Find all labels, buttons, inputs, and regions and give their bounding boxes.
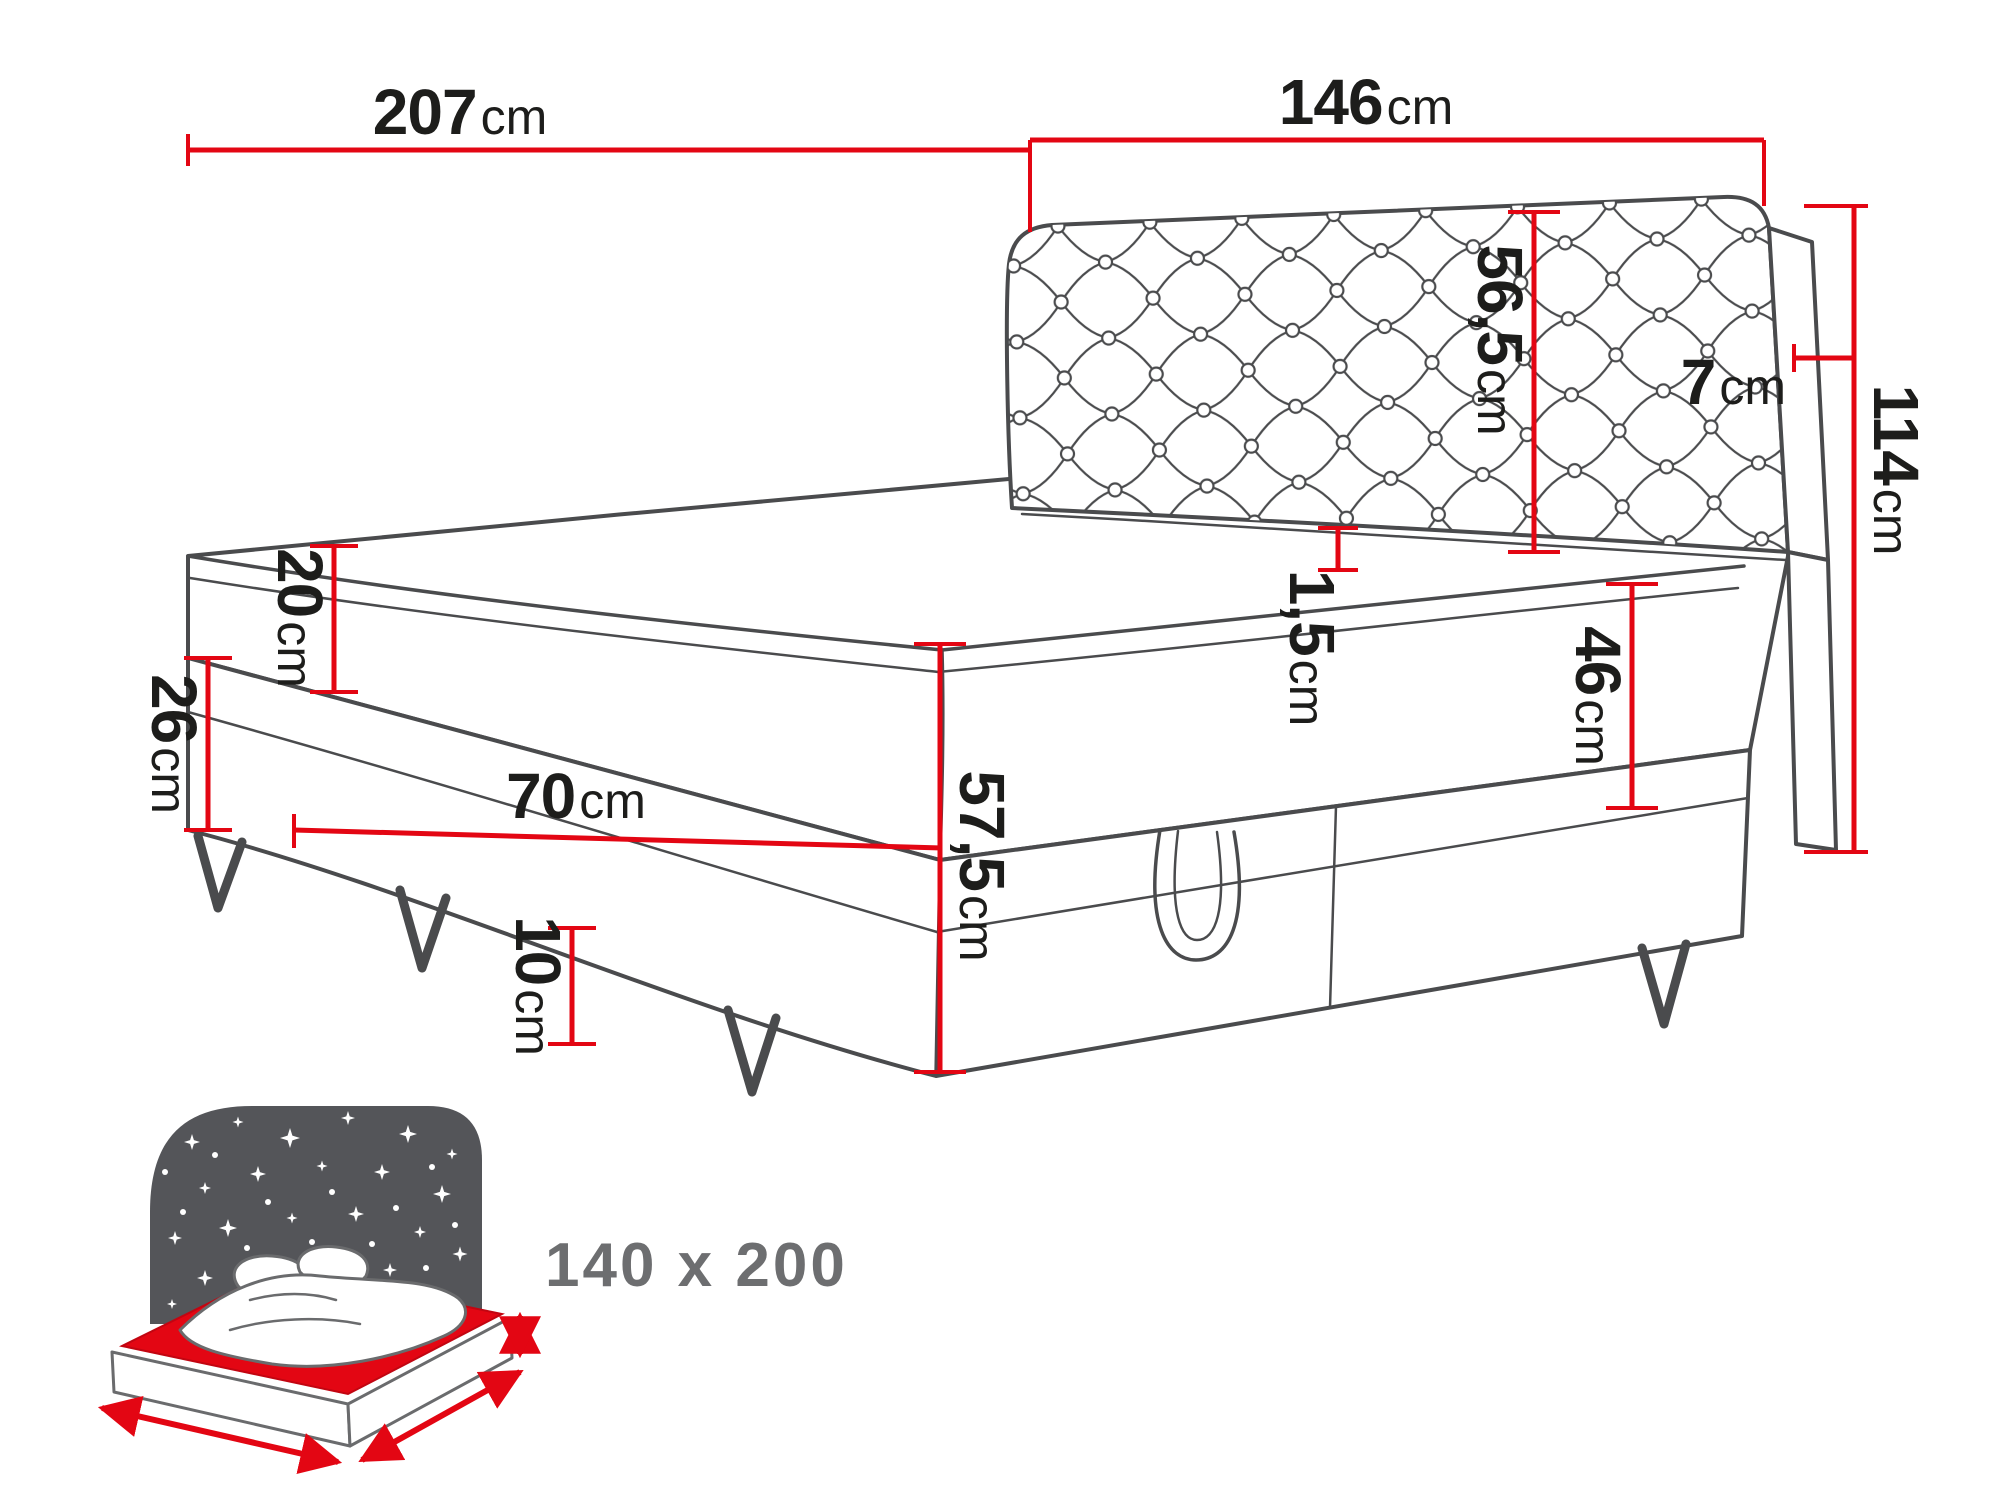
mini-bed-duvet-fold-2 [228, 1317, 362, 1332]
topper-seam-foot [188, 576, 940, 674]
dim-headboard-depth: 7cm [1681, 344, 1854, 418]
base-vertical-seam [1328, 804, 1338, 1010]
leg-front-corner [723, 1005, 781, 1097]
dim-headboard-depth-label: 7cm [1681, 346, 1786, 418]
dim-total-height-label: 114cm [1860, 385, 1932, 556]
dim-width: 146cm [1028, 66, 1766, 232]
handle-inner [1173, 829, 1223, 942]
base [186, 656, 1752, 1078]
dim-sleep-height: 57,5cm [914, 642, 1018, 1074]
dim-headboard-height-label: 56,5cm [1464, 244, 1536, 435]
dim-storage: 70cm [292, 760, 943, 851]
mini-bed-length-arrow [358, 1369, 524, 1463]
dim-mattress-height-label: 20cm [264, 548, 336, 688]
dim-leg-height: 10cm [502, 916, 596, 1056]
base-body [186, 656, 1752, 1078]
mattress-front-top-edge [186, 554, 944, 652]
leg-foot-middle [395, 885, 451, 973]
dim-side-height-label: 46cm [1562, 626, 1634, 766]
dim-storage-label: 70cm [506, 760, 646, 832]
storage-seam-long [935, 796, 1750, 934]
dim-topper: 1,5cm [1276, 526, 1358, 727]
leg-foot-left [193, 831, 247, 913]
bed-drawing [186, 194, 1838, 1097]
dim-total-height: 114cm [1804, 204, 1932, 854]
dimensions: 207cm 146cm 114cm 7cm 56,5cm [138, 66, 1932, 1074]
storage-seam-foot [186, 710, 939, 934]
dim-leg-height-label: 10cm [502, 916, 574, 1056]
mini-bed [97, 1245, 541, 1475]
night-sky-shape [150, 1106, 482, 1324]
legs [193, 831, 1691, 1097]
stars [162, 1111, 468, 1312]
dim-base-height-label: 26cm [138, 674, 210, 814]
headboard-tufting [1006, 196, 1788, 552]
mattress-long-top-edge [940, 564, 1746, 652]
headboard [1004, 194, 1838, 852]
topper-seam-back [1020, 512, 1788, 562]
size-icon: 140 x 200 [97, 1106, 848, 1475]
mini-bed-duvet-fold-1 [248, 1292, 338, 1302]
dim-sleep-height-label: 57,5cm [946, 770, 1018, 961]
dim-mattress-height: 20cm [264, 544, 358, 694]
dim-width-label: 146cm [1279, 66, 1453, 138]
handle-outer [1153, 828, 1242, 962]
dim-topper-label: 1,5cm [1276, 570, 1348, 727]
headboard-side-lower [1786, 550, 1838, 852]
dim-length: 207cm [186, 76, 1030, 166]
mini-bed-width-arrow [97, 1395, 343, 1475]
dim-length-label: 207cm [373, 76, 547, 148]
leg-head-right [1637, 939, 1691, 1029]
dim-headboard-height: 56,5cm [1464, 210, 1560, 554]
dim-side-height: 46cm [1562, 582, 1658, 810]
dim-base-height: 26cm [138, 656, 232, 832]
size-badge-label: 140 x 200 [545, 1231, 848, 1300]
